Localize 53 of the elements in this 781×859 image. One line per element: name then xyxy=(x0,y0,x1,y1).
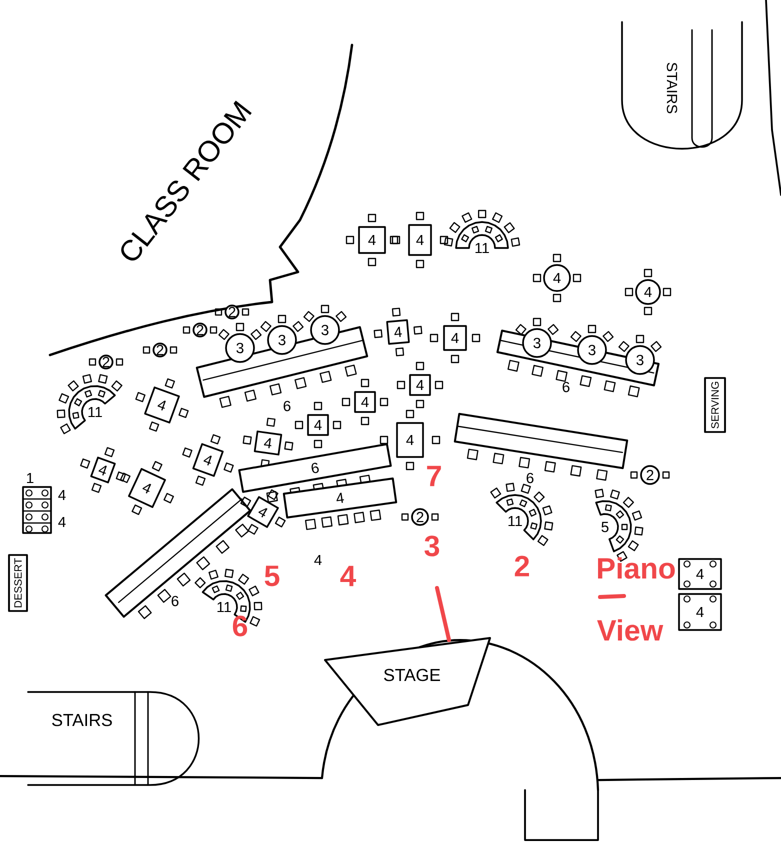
round-table: 3 xyxy=(225,333,255,363)
round-table: 2 xyxy=(640,465,660,485)
table-number: 7 xyxy=(427,466,441,486)
seat-count: 4 xyxy=(58,516,66,528)
round-table: 2 xyxy=(411,508,429,526)
round-table: 2 xyxy=(98,354,114,370)
long-table xyxy=(454,412,628,470)
note: Piano xyxy=(598,557,675,579)
table-number: 5 xyxy=(264,566,280,586)
square-table: 4 xyxy=(354,391,376,413)
round-table: 4 xyxy=(543,264,571,292)
round-table: 2 xyxy=(152,342,168,358)
square-table: 4 xyxy=(443,325,467,351)
square-table: 4 xyxy=(408,224,432,256)
square-table: 4 xyxy=(386,319,410,345)
seat-count: 4 xyxy=(58,490,66,500)
table-number: 2 xyxy=(514,556,529,576)
square-table: 4 xyxy=(409,374,431,396)
side-table: SERVING xyxy=(704,377,726,433)
horseshoe-table: 11 xyxy=(496,494,542,540)
round-table: 3 xyxy=(267,325,297,355)
square-table: 4 xyxy=(247,496,279,528)
seat-count: 4 xyxy=(314,554,322,566)
note: View xyxy=(597,619,664,641)
side-table: DESSERT xyxy=(8,554,28,612)
square-table: 4 xyxy=(358,226,386,254)
round-table: 2 xyxy=(192,322,208,338)
horseshoe-table: 5 xyxy=(595,500,632,552)
seat-count: 6 xyxy=(172,596,178,606)
seat-count: 6 xyxy=(562,382,570,392)
stacked-tables: 4 xyxy=(678,558,722,590)
long-table: 4 xyxy=(282,477,398,519)
round-table: 3 xyxy=(310,315,340,345)
horseshoe-table: 11 xyxy=(455,221,509,254)
stairs-drawing: STAIRS xyxy=(27,691,200,786)
seat-count: 6 xyxy=(526,472,534,484)
square-table: 4 xyxy=(192,443,224,477)
table-number: 4 xyxy=(340,566,356,586)
seat-count: 6 xyxy=(284,400,290,412)
seat-count: 1 xyxy=(27,472,34,484)
horseshoe-table: 11 xyxy=(68,385,116,430)
stage: STAGE xyxy=(324,637,491,726)
round-table: 2 xyxy=(224,304,240,320)
square-table: 4 xyxy=(128,468,166,508)
stacked-tables: 4 xyxy=(678,593,722,631)
square-table: 4 xyxy=(396,422,424,458)
square-table: 4 xyxy=(254,430,282,456)
square-table: 4 xyxy=(307,414,329,436)
table-number: 3 xyxy=(424,536,440,556)
square-table: 4 xyxy=(144,386,180,424)
round-table: 4 xyxy=(635,279,661,305)
square-table: 4 xyxy=(90,456,116,484)
stairs-drawing: STAIRS xyxy=(621,21,743,150)
